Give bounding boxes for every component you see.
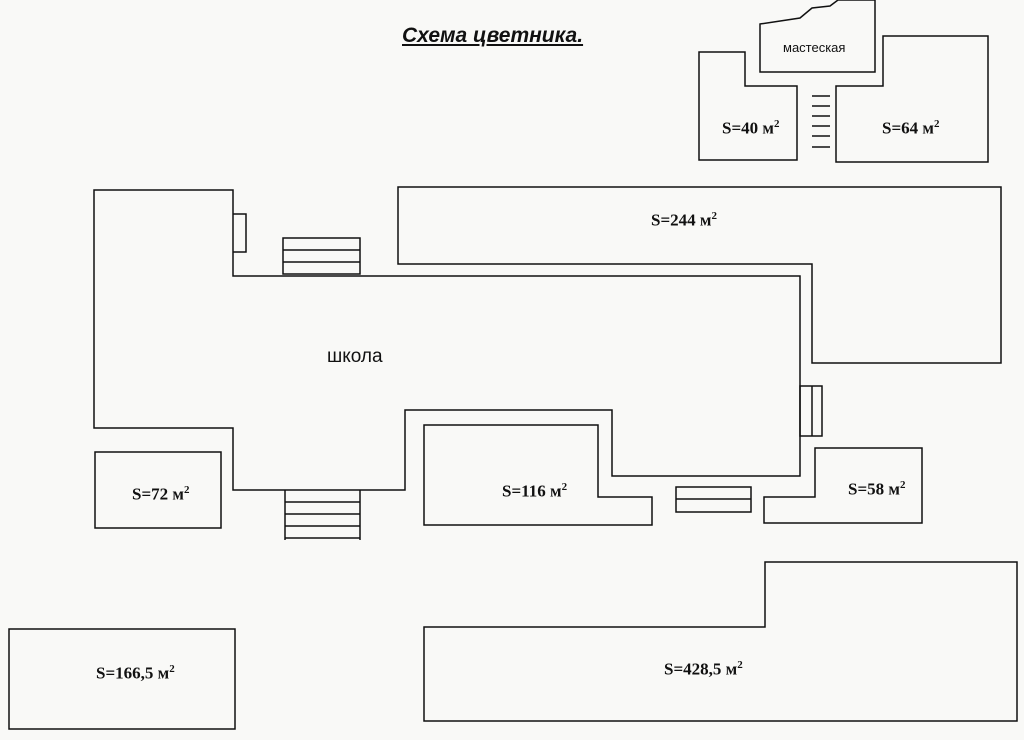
plot-64-area: S=64 — [882, 118, 919, 138]
unit: м — [172, 484, 184, 504]
plot-166-outline — [8, 628, 236, 730]
school-outline — [93, 189, 801, 491]
unit: м — [762, 118, 774, 138]
workshop-entrance-steps — [812, 95, 830, 148]
diagram-title: Схема цветника. — [402, 24, 584, 47]
plot-428-area: S=428,5 — [664, 659, 722, 679]
school-annex — [233, 213, 247, 253]
workshop-outline — [759, 0, 876, 73]
unit: м — [699, 210, 712, 230]
unit-power: 2 — [934, 118, 940, 130]
plot-40-outline — [698, 51, 798, 161]
plot-72-outline — [94, 451, 222, 529]
unit-power: 2 — [184, 484, 190, 496]
porch-steps — [675, 486, 752, 513]
plot-116-label: S=116 м2 — [502, 481, 567, 502]
plot-64-outline — [835, 35, 989, 163]
plot-244-outline — [397, 186, 1002, 364]
plot-166-area: S=166,5 — [96, 663, 154, 683]
plot-428-outline — [423, 561, 1018, 722]
unit-power: 2 — [711, 210, 718, 222]
plot-116-area: S=116 — [502, 481, 546, 501]
plot-428-label: S=428,5 м2 — [664, 659, 743, 680]
unit-power: 2 — [169, 663, 175, 675]
plot-72-label: S=72 м2 — [132, 484, 190, 505]
unit-power: 2 — [900, 479, 906, 491]
plot-40-area: S=40 — [722, 118, 759, 138]
plot-244-area: S=244 — [651, 210, 696, 230]
plot-58-outline — [763, 447, 923, 524]
unit: м — [157, 663, 170, 683]
unit: м — [549, 481, 562, 501]
unit: м — [725, 659, 738, 679]
unit-power: 2 — [737, 659, 743, 671]
plot-58-label: S=58 м2 — [848, 479, 906, 500]
workshop-label: мастеская — [783, 40, 846, 55]
plot-116-outline — [423, 424, 653, 526]
plot-244-label: S=244 м2 — [651, 210, 717, 231]
school-bottom-steps — [284, 490, 361, 540]
school-top-steps — [282, 237, 361, 275]
plot-72-area: S=72 — [132, 484, 169, 504]
school-label: школа — [327, 346, 383, 367]
plot-40-label: S=40 м2 — [722, 118, 780, 139]
plot-166-label: S=166,5 м2 — [96, 663, 175, 684]
school-side-entrance — [799, 385, 823, 437]
unit-power: 2 — [774, 118, 780, 130]
unit: м — [922, 118, 934, 138]
plot-64-label: S=64 м2 — [882, 118, 940, 139]
plot-58-area: S=58 — [848, 479, 885, 499]
unit-power: 2 — [561, 481, 568, 493]
unit: м — [888, 479, 900, 499]
